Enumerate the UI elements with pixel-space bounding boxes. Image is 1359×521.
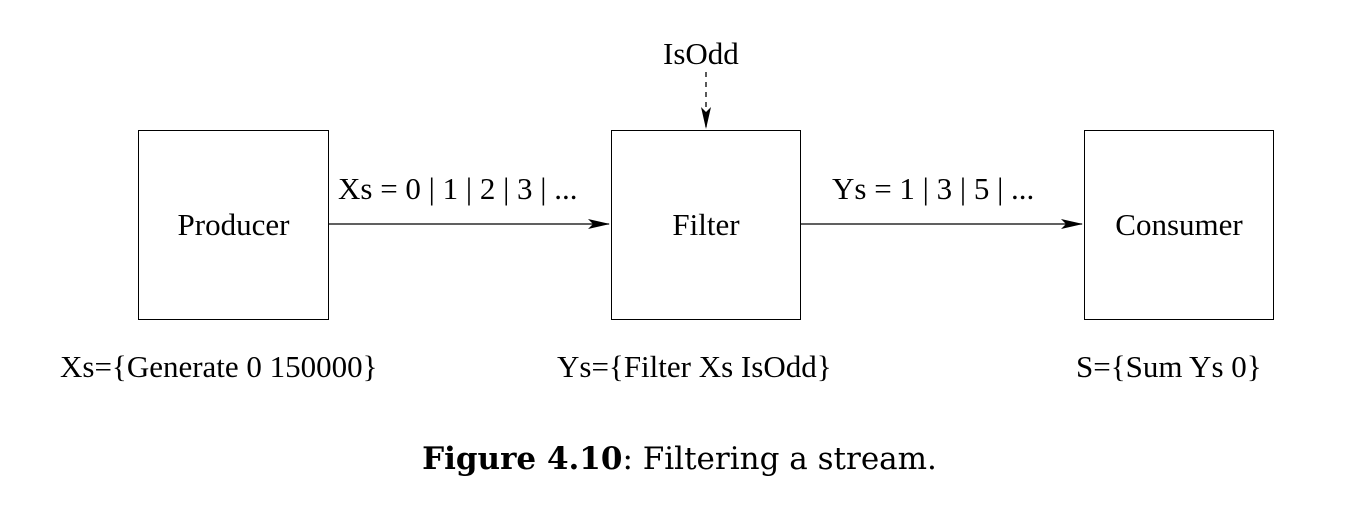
caption-text: Filtering a stream. (632, 441, 937, 477)
producer-label: Producer (177, 207, 290, 242)
figure-caption: Figure 4.10: Filtering a stream. (0, 441, 1359, 477)
consumer-box: Consumer (1084, 130, 1274, 320)
filter-box: Filter (611, 130, 801, 320)
filter-label: Filter (672, 207, 740, 242)
xs-stream-label: Xs = 0 | 1 | 2 | 3 | ... (338, 171, 578, 206)
caption-separator: : (622, 441, 633, 477)
consumer-label: Consumer (1115, 207, 1243, 242)
filter-code: Ys={Filter Xs IsOdd} (557, 349, 832, 384)
ys-stream-label: Ys = 1 | 3 | 5 | ... (832, 171, 1035, 206)
producer-code: Xs={Generate 0 150000} (60, 349, 378, 384)
producer-box: Producer (138, 130, 329, 320)
consumer-code: S={Sum Ys 0} (1076, 349, 1262, 384)
isodd-parameter-label: IsOdd (663, 36, 739, 71)
figure-number: Figure 4.10 (422, 441, 623, 477)
